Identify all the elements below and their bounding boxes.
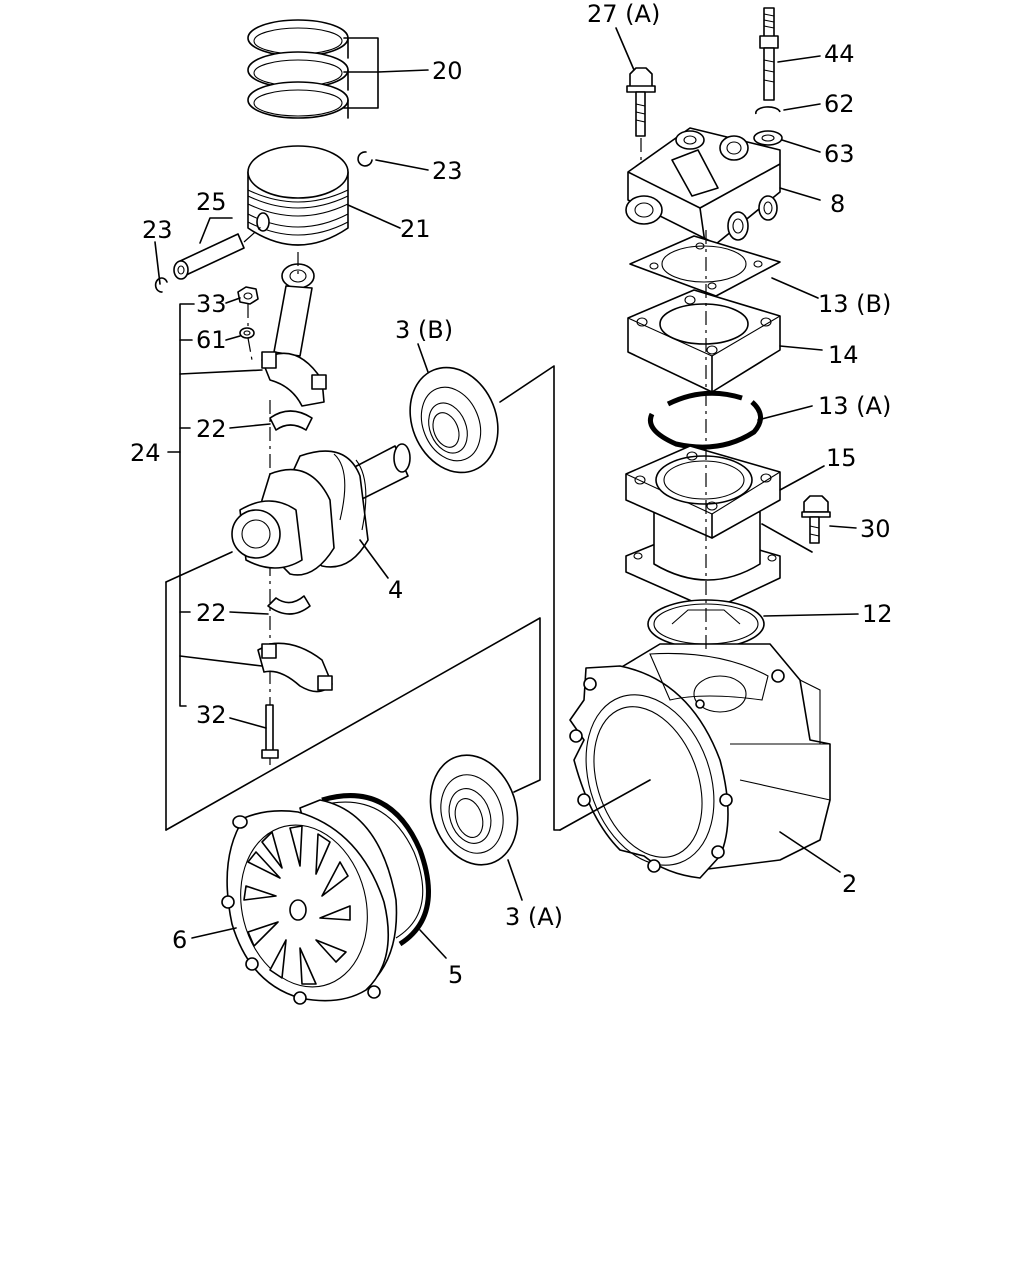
callout-23-left: 23 [142,216,173,244]
stud-44 [759,7,779,101]
callout-27a: 27 (A) [587,0,660,28]
bracket-3b [499,365,561,831]
bearing-3a [429,754,519,866]
bearing-shell-top [269,410,313,431]
callout-32: 32 [196,701,227,729]
callout-15: 15 [826,444,857,472]
bearing-shell-bottom [267,595,311,615]
axis-leader [559,779,651,831]
callout-3b: 3 (B) [395,316,453,344]
gasket-13b [629,235,781,297]
cylinder-15 [625,445,781,611]
bearing-3b [409,366,499,474]
valve-plate-14 [627,289,781,393]
rod-cap [257,642,333,693]
washer-62 [755,106,781,115]
leader-20 [343,37,429,109]
callout-6: 6 [172,926,187,954]
leader-25 [199,217,233,244]
callout-3a: 3 (A) [505,903,563,931]
connecting-rod [261,263,327,407]
bolt-30 [801,495,831,544]
circlip-left [154,277,168,293]
callout-62: 62 [824,90,855,118]
crankcase-2 [569,643,831,879]
bolt-27a [626,67,656,137]
callout-61: 61 [196,326,227,354]
o-ring-5 [317,793,431,947]
callout-20: 20 [432,57,463,85]
bolt-32 [261,704,279,759]
callout-24: 24 [130,439,161,467]
callout-63: 63 [824,140,855,168]
callout-4: 4 [388,576,403,604]
end-cover-6 [221,799,398,1005]
ring-gasket-13a [648,390,763,450]
leader-23-top [375,159,429,171]
leader-21 [347,204,401,229]
bracket-3a [165,617,541,831]
cylinder-head-8 [625,127,781,251]
callout-25: 25 [196,188,227,216]
callout-2: 2 [842,870,857,898]
callout-8: 8 [830,190,845,218]
washer-61 [239,327,255,339]
callout-13a: 13 (A) [818,392,891,420]
bracket-24 [167,303,263,707]
piston-rings [247,19,349,119]
bracket-30 [761,523,813,553]
callout-30: 30 [860,515,891,543]
callout-33: 33 [196,290,227,318]
callout-5: 5 [448,961,463,989]
callout-22-bottom: 22 [196,599,227,627]
piston-pin [173,233,245,280]
circlip-top [357,151,373,167]
leader-23-left [154,241,161,285]
callout-23-top: 23 [432,157,463,185]
callout-44: 44 [824,40,855,68]
piston [247,145,349,246]
nut-33 [237,286,259,305]
leader-4 [359,539,389,579]
callout-22-top: 22 [196,415,227,443]
callout-21: 21 [400,215,431,243]
crankshaft [231,443,411,576]
callout-14: 14 [828,341,859,369]
callout-12: 12 [862,600,893,628]
washer-63 [753,130,783,146]
callout-13b: 13 (B) [818,290,891,318]
